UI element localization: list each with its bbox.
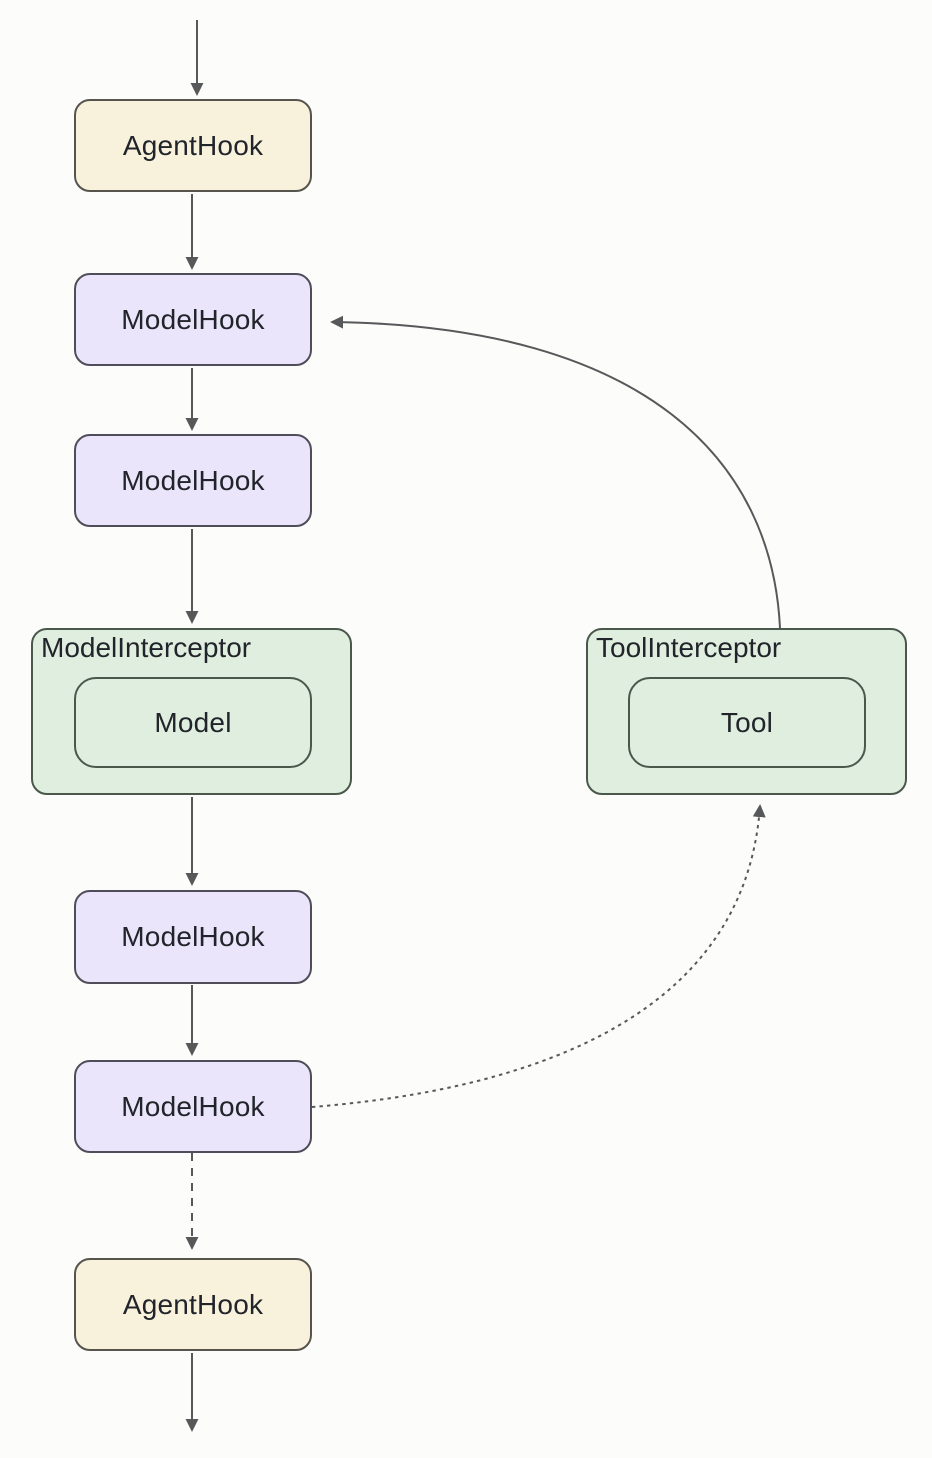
group-toolinterceptor-label: ToolInterceptor [596,632,782,663]
group-modelinterceptor: ModelInterceptor Model [31,628,352,795]
group-toolinterceptor: ToolInterceptor Tool [586,628,907,795]
node-modelhook-2-label: ModelHook [121,464,265,496]
node-model-label: Model [154,706,232,738]
node-tool-label: Tool [720,706,774,738]
node-modelhook-4-label: ModelHook [121,1090,265,1122]
node-model: Model [74,677,312,768]
edge-modelhook-4-to-toolinterceptor [311,804,766,1108]
node-agenthook-bottom-label: AgentHook [122,1288,264,1320]
node-modelhook-3: ModelHook [74,890,312,984]
group-modelinterceptor-label: ModelInterceptor [41,632,252,663]
node-modelhook-2: ModelHook [74,434,312,527]
node-modelhook-3-label: ModelHook [121,921,265,952]
node-agenthook-bottom: AgentHook [74,1258,312,1351]
node-modelhook-1: ModelHook [74,273,312,366]
node-tool: Tool [628,677,866,768]
edge-toolinterceptor-to-modelhook-1 [330,315,781,629]
node-agenthook-top: AgentHook [74,99,312,192]
node-modelhook-4: ModelHook [74,1060,312,1153]
node-modelhook-1-label: ModelHook [121,303,265,335]
node-agenthook-top-label: AgentHook [122,129,264,161]
